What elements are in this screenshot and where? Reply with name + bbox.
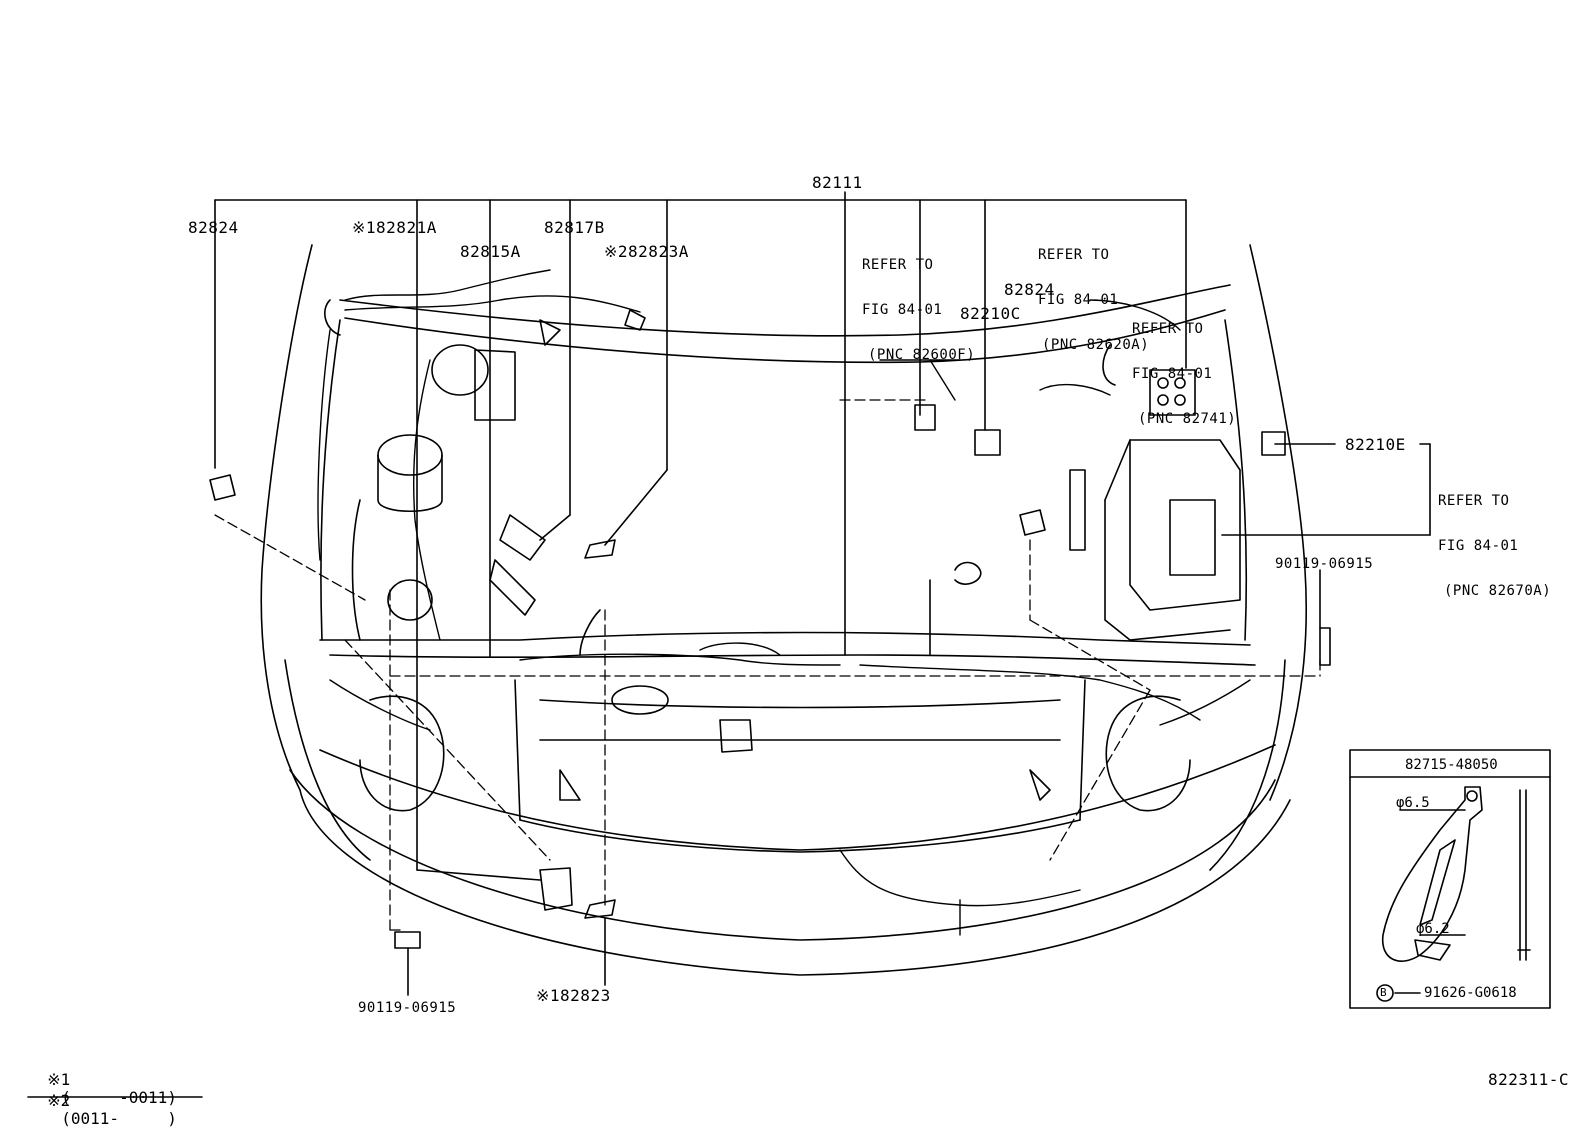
- note-2-mark: ※2: [47, 1091, 71, 1110]
- refer-82670A-line1: REFER TO: [1438, 493, 1510, 509]
- refer-82620A: REFER TO FIG 84-01 (PNC 82620A): [1038, 218, 1149, 368]
- label-82823A: ※282823A: [604, 242, 689, 261]
- refer-82670A-line3: (PNC 82670A): [1444, 583, 1552, 599]
- label-82823: ※182823: [536, 986, 611, 1005]
- note-1-mark: ※1: [47, 1070, 71, 1089]
- inset-dim-65: φ6.5: [1396, 795, 1430, 811]
- inset-clip-part: 91626-G0618: [1424, 985, 1517, 1001]
- solid-leaders: [407, 443, 1431, 996]
- label-82824-left: 82824: [188, 218, 239, 237]
- refer-82600F-line1: REFER TO: [862, 257, 934, 273]
- refer-82741-line1: REFER TO: [1132, 321, 1204, 337]
- engine-components: [209, 299, 1331, 949]
- refer-82620A-line1: REFER TO: [1038, 247, 1110, 263]
- label-82817B: 82817B: [544, 218, 605, 237]
- vehicle-body-outline: [260, 244, 1307, 976]
- refer-82600F-line3: (PNC 82600F): [868, 347, 976, 363]
- refer-82620A-line2: FIG 84-01: [1038, 292, 1119, 308]
- label-82210C: 82210C: [960, 304, 1021, 323]
- inset-dim-62: φ6.2: [1416, 921, 1450, 937]
- note-2-range: (0011- ): [61, 1109, 177, 1128]
- refer-82670A-line2: FIG 84-01: [1438, 538, 1519, 554]
- clip-marker: B: [1380, 986, 1387, 999]
- refer-82600F: REFER TO FIG 84-01 (PNC 82600F): [862, 228, 975, 378]
- refer-82741-line2: FIG 84-01: [1132, 366, 1213, 382]
- refer-82741-line3: (PNC 82741): [1138, 411, 1237, 427]
- harness-wires: [317, 269, 1251, 936]
- figure-code: 822311-C: [1488, 1070, 1570, 1089]
- inset-bracket-detail: [1349, 749, 1551, 1009]
- refer-82670A: REFER TO FIG 84-01 (PNC 82670A): [1438, 464, 1551, 614]
- refer-82741: REFER TO FIG 84-01 (PNC 82741): [1132, 292, 1236, 442]
- refer-82600F-line2: FIG 84-01: [862, 302, 943, 318]
- inset-part-number: 82715-48050: [1405, 757, 1498, 773]
- refer-82620A-line3: (PNC 82620A): [1042, 337, 1150, 353]
- engine-bay-wiring-diagram: [27, 191, 1551, 1098]
- label-82111: 82111: [812, 173, 863, 192]
- label-82210E: 82210E: [1345, 435, 1406, 454]
- label-bolt-right: 90119-06915: [1275, 556, 1374, 572]
- label-82824-right: 82824: [1004, 280, 1055, 299]
- label-82821A: ※182821A: [352, 218, 437, 237]
- label-82815A: 82815A: [460, 242, 521, 261]
- label-bolt-left: 90119-06915: [358, 1000, 457, 1016]
- note-2: ※2 (0011- ): [28, 1074, 177, 1128]
- dashed-leaders: [214, 399, 1321, 931]
- main-harness-leader: [214, 191, 1187, 871]
